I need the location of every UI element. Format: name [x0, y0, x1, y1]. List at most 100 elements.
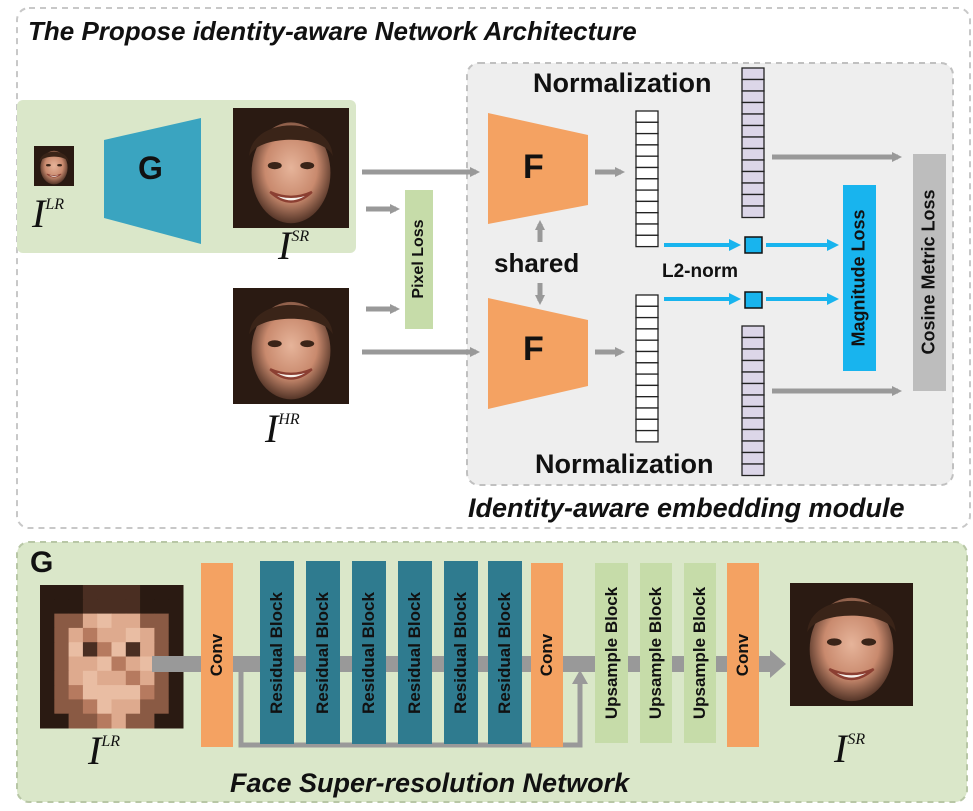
block-11: [727, 563, 759, 747]
pixel-cell: [140, 699, 155, 715]
pixel-cell: [97, 599, 112, 615]
f-label-top: F: [523, 148, 544, 186]
pixel-cell: [97, 642, 112, 657]
pixel-cell: [82, 656, 98, 672]
pixel-cell: [125, 713, 141, 729]
pixel-cell: [40, 599, 55, 615]
pixel-cell: [125, 656, 141, 672]
pixel-cell: [82, 670, 98, 686]
sr-face-image-bottom: [788, 581, 915, 708]
vector-cell: [741, 113, 765, 127]
feature-vector-top: [635, 110, 659, 248]
label-i-sr-bottom: ISR: [834, 726, 866, 771]
pixel-cell: [97, 670, 112, 686]
vector-cell: [741, 371, 765, 385]
pixel-cell: [82, 585, 98, 600]
block-8: [595, 563, 628, 743]
normalization-label-bottom: Normalization: [535, 449, 714, 479]
vector-cell: [741, 205, 765, 219]
pixel-cell: [125, 699, 141, 715]
pixel-cell: [140, 685, 155, 700]
vector-cell: [635, 339, 659, 353]
pixel-cell: [97, 627, 112, 643]
vector-cell: [635, 121, 659, 135]
vector-cell: [635, 316, 659, 330]
generator-shape: [104, 118, 201, 244]
block-4: [398, 561, 432, 744]
block-stack: [201, 561, 759, 747]
pixel-cell: [111, 627, 127, 643]
vector-cell: [741, 159, 765, 173]
block-label-11: Conv: [733, 633, 752, 677]
pixel-cell: [40, 699, 55, 715]
pixel-cell: [68, 699, 84, 715]
vector-cell: [741, 394, 765, 408]
pixel-cell: [168, 713, 184, 729]
pixel-cell: [154, 670, 170, 686]
pixel-cell: [68, 642, 84, 657]
pixel-cell: [68, 585, 84, 600]
label-i-lr-bottom: ILR: [88, 728, 120, 773]
block-6: [488, 561, 522, 744]
vector-cell: [635, 328, 659, 341]
pixel-cell: [97, 713, 112, 729]
pixel-cell: [140, 599, 155, 615]
vector-cell: [635, 373, 659, 387]
pixel-cell: [125, 670, 141, 686]
pixel-cell: [40, 656, 55, 672]
vector-cell: [635, 407, 659, 420]
pixel-cell: [111, 699, 127, 715]
vector-cell: [741, 147, 765, 161]
pixel-cell: [68, 656, 84, 672]
vector-cell: [741, 90, 765, 104]
block-0: [201, 563, 233, 747]
pixel-cell: [125, 642, 141, 657]
pixel-cell: [40, 642, 55, 657]
vector-cell: [635, 429, 659, 443]
pixel-cell: [125, 627, 141, 643]
lr-pixelated-face: [40, 585, 184, 729]
vector-cell: [741, 170, 765, 184]
pixel-cell: [40, 585, 55, 600]
pixel-cell: [168, 627, 184, 643]
pixel-cell: [140, 627, 155, 643]
vector-cell: [741, 405, 765, 419]
pixel-cell: [54, 642, 70, 657]
pixel-cell: [40, 685, 55, 700]
block-label-2: Residual Block: [313, 591, 332, 714]
pixel-cell: [154, 685, 170, 700]
block-label-9: Upsample Block: [646, 586, 665, 720]
vector-cell: [741, 451, 765, 465]
vector-cell: [635, 189, 659, 203]
vector-cell: [635, 155, 659, 169]
pixel-cell: [54, 627, 70, 643]
pixel-cell: [68, 599, 84, 615]
vector-cell: [635, 144, 659, 157]
blue-arrows: [664, 239, 839, 305]
pixel-cell: [125, 585, 141, 600]
vector-cell: [635, 305, 659, 319]
pixel-cell: [111, 599, 127, 615]
lr-face-image: [33, 145, 75, 187]
magnitude-loss-label: Magnitude Loss: [848, 209, 869, 347]
pixel-cell: [168, 685, 184, 700]
pixel-cell: [111, 656, 127, 672]
f-network-top: [488, 113, 588, 224]
block-label-5: Residual Block: [451, 591, 470, 714]
pixel-cell: [125, 599, 141, 615]
pixel-cell: [82, 713, 98, 729]
pixel-cell: [82, 642, 98, 657]
shared-label: shared: [494, 248, 580, 278]
f-label-bottom: F: [523, 330, 544, 368]
pixel-cell: [97, 656, 112, 672]
vector-cell: [741, 440, 765, 454]
block-7: [531, 563, 563, 747]
pixel-cell: [168, 585, 184, 600]
vector-cell: [741, 463, 765, 477]
vector-cell: [635, 132, 659, 146]
vector-cell: [741, 325, 765, 339]
block-label-3: Residual Block: [359, 591, 378, 714]
l2-norm-label: L2-norm: [662, 261, 738, 282]
vector-cell: [741, 182, 765, 196]
vector-cell: [635, 234, 659, 248]
